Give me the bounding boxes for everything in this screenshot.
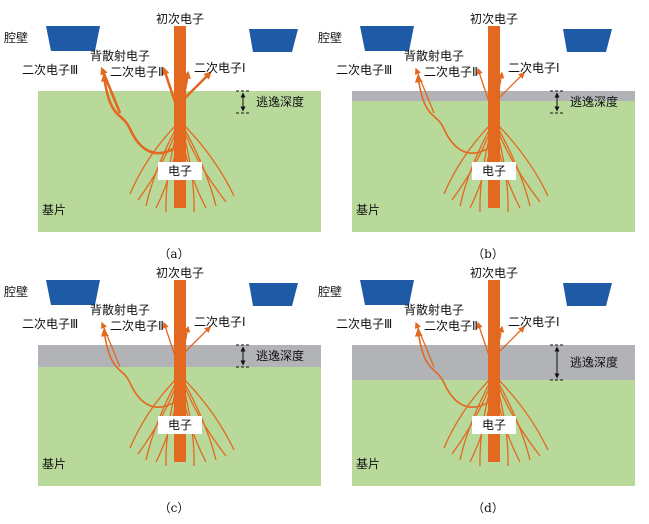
- primary-electron-label: 初次电子: [470, 12, 518, 26]
- secondary-electron-1-arrow: [497, 326, 525, 354]
- escape-depth-label: 逃逸深度: [570, 355, 618, 370]
- chamber-wall-label: 腔壁: [318, 284, 342, 299]
- secondary-electron-3-arrow: [100, 66, 122, 114]
- scatter-path: [493, 120, 549, 197]
- scatter-path: [179, 120, 235, 197]
- primary-electron-beam: [174, 280, 186, 462]
- electron-label-box: [158, 416, 202, 434]
- scatter-path: [179, 374, 235, 451]
- secondary-electron-2b-arrow: [179, 70, 191, 112]
- backscattered-electron-path: [414, 328, 493, 408]
- primary-electron-beam: [488, 280, 500, 462]
- secondary-electron-2b-arrow: [494, 325, 505, 366]
- electron-label-box: [158, 162, 202, 180]
- secondary-electron-3-arrow: [414, 321, 435, 368]
- backscattered-electron-path: [100, 328, 179, 408]
- panel-caption: （c）: [159, 501, 190, 515]
- scatter-path: [179, 120, 227, 203]
- scatter-path: [493, 374, 549, 451]
- backscattered-electron-label: 背散射电子: [90, 302, 150, 317]
- chamber-wall-right: [249, 283, 298, 306]
- substrate-label: 基片: [356, 203, 380, 217]
- substrate-label: 基片: [356, 457, 380, 471]
- electron-label-box: [472, 162, 516, 180]
- scatter-path: [179, 374, 227, 457]
- secondary-electron-3-label: 二次电子Ⅲ: [336, 63, 392, 77]
- secondary-electron-2-label: 二次电子Ⅱ: [110, 65, 164, 79]
- primary-electron-label: 初次电子: [470, 266, 518, 280]
- panel-caption: （d）: [472, 501, 504, 515]
- secondary-electron-1-label: 二次电子Ⅰ: [194, 61, 246, 75]
- secondary-electron-3-label: 二次电子Ⅲ: [336, 317, 392, 331]
- panel-caption: （a）: [158, 247, 189, 261]
- secondary-electron-1-arrow: [497, 72, 525, 100]
- secondary-electron-2-label: 二次电子Ⅱ: [424, 65, 478, 79]
- secondary-electron-2b-arrow: [180, 325, 191, 366]
- escape-depth-label: 逃逸深度: [570, 94, 618, 109]
- scatter-path: [493, 120, 541, 203]
- chamber-wall-right: [563, 283, 612, 306]
- primary-electron-label: 初次电子: [156, 12, 204, 26]
- chamber-wall-label: 腔壁: [4, 284, 28, 299]
- secondary-electron-3-label: 二次电子Ⅲ: [22, 317, 78, 331]
- backscattered-electron-label: 背散射电子: [404, 302, 464, 317]
- primary-electron-label: 初次电子: [156, 266, 204, 280]
- secondary-electron-2-arrow: [162, 321, 179, 366]
- secondary-electron-2-arrow: [476, 321, 493, 366]
- secondary-electron-1-arrow: [183, 71, 212, 100]
- secondary-electron-2-label: 二次电子Ⅱ: [424, 319, 478, 333]
- scatter-path: [129, 120, 181, 195]
- scattering-fan: [129, 374, 235, 467]
- secondary-electron-3-label: 二次电子Ⅲ: [22, 63, 78, 77]
- secondary-electron-3-arrow: [100, 321, 121, 368]
- chamber-wall-label: 腔壁: [4, 30, 28, 45]
- secondary-electron-1-arrow: [183, 326, 211, 354]
- chamber-wall-left: [46, 280, 100, 305]
- chamber-wall-right: [249, 29, 298, 52]
- secondary-electron-2b-arrow: [494, 71, 505, 112]
- electron-label: 电子: [168, 418, 192, 432]
- electron-label: 电子: [482, 418, 506, 432]
- secondary-electron-1-label: 二次电子Ⅰ: [194, 315, 246, 329]
- chamber-wall-label: 腔壁: [318, 30, 342, 45]
- escape-depth-label: 逃逸深度: [256, 348, 304, 363]
- panel-caption: （b）: [472, 247, 504, 261]
- secondary-electron-2-arrow: [476, 67, 493, 112]
- scatter-path: [443, 374, 495, 449]
- scatter-path: [443, 120, 495, 195]
- electron-label-box: [472, 416, 516, 434]
- secondary-electron-3-arrow: [414, 67, 435, 114]
- chamber-wall-left: [360, 26, 414, 51]
- scatter-path: [129, 374, 181, 449]
- backscattered-electron-label: 背散射电子: [404, 48, 464, 63]
- electron-label: 电子: [482, 164, 506, 178]
- chamber-wall-left: [46, 26, 100, 51]
- backscattered-electron-label: 背散射电子: [90, 48, 150, 63]
- backscattered-electron-path: [100, 73, 179, 155]
- secondary-electron-2-arrow: [162, 66, 180, 112]
- chamber-wall-left: [360, 280, 414, 305]
- secondary-electron-1-label: 二次电子Ⅰ: [508, 61, 560, 75]
- substrate-label: 基片: [42, 203, 66, 217]
- electron-label: 电子: [168, 164, 192, 178]
- backscattered-electron-path: [414, 74, 493, 154]
- secondary-electron-2-label: 二次电子Ⅱ: [110, 319, 164, 333]
- substrate-label: 基片: [42, 457, 66, 471]
- scatter-path: [493, 374, 541, 457]
- chamber-wall-right: [563, 29, 612, 52]
- escape-depth-label: 逃逸深度: [256, 94, 304, 109]
- primary-electron-beam: [174, 26, 186, 208]
- secondary-electron-1-label: 二次电子Ⅰ: [508, 315, 560, 329]
- primary-electron-beam: [488, 26, 500, 208]
